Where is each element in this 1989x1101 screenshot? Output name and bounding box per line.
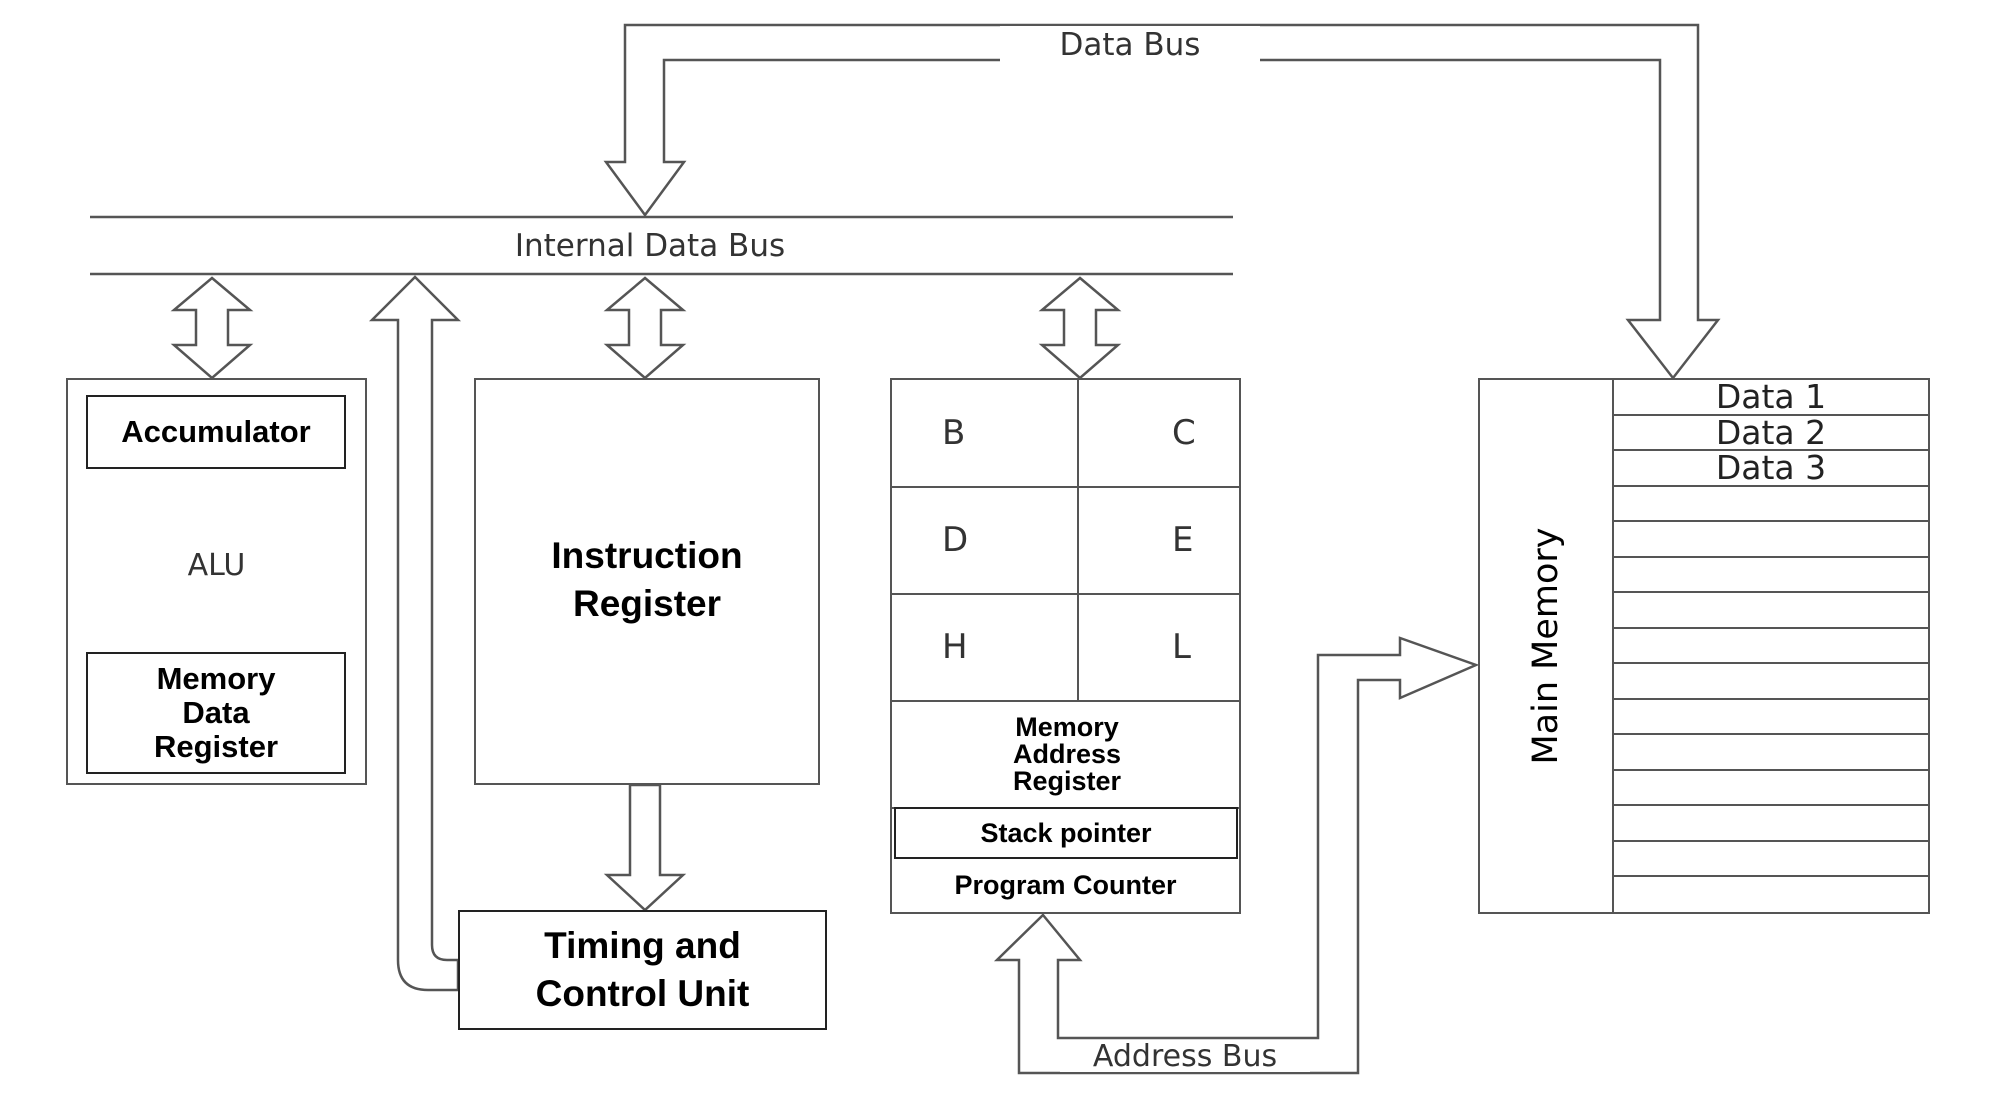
ir-bus-double-arrow: [603, 276, 687, 380]
memory-cell: [1614, 629, 1928, 664]
register-d: D: [942, 519, 969, 560]
register-divider-3: [892, 700, 1239, 702]
memory-cell: [1614, 487, 1928, 522]
alu-bus-double-arrow: [170, 276, 254, 380]
address-bus-arrow: [993, 636, 1480, 1075]
data-bus-arrow: [603, 23, 1721, 381]
accumulator-label: Accumulator: [121, 414, 311, 449]
register-e: E: [1172, 519, 1194, 560]
memory-cell: [1614, 664, 1928, 700]
memory-cell: Data 3: [1614, 448, 1928, 487]
register-divider-2: [892, 593, 1239, 595]
register-b: B: [942, 413, 966, 453]
data-bus-label: Data Bus: [1000, 26, 1260, 64]
accumulator-box: Accumulator: [86, 395, 346, 469]
alu-block: Accumulator ALU Memory Data Register: [66, 378, 367, 785]
memory-data-register-label: Memory Data Register: [153, 660, 279, 765]
program-counter-label: Program Counter: [954, 869, 1177, 900]
register-h: H: [942, 626, 968, 667]
register-divider-1: [892, 486, 1239, 488]
main-memory-divider: [1612, 380, 1614, 912]
register-block: B C D E H L Memory Address Register Stac…: [890, 378, 1241, 914]
instruction-register-label: Instruction Register: [551, 534, 743, 624]
timing-control-unit-box: Timing and Control Unit: [458, 910, 827, 1030]
internal-data-bus-label: Internal Data Bus: [514, 227, 786, 264]
memory-cell: Data 2: [1614, 413, 1928, 452]
memory-cell: [1614, 593, 1928, 629]
stack-pointer-label: Stack pointer: [980, 817, 1152, 848]
memory-cell: [1614, 842, 1928, 877]
main-memory-label: Main Memory: [1525, 527, 1566, 765]
memory-cell: [1614, 700, 1928, 735]
instruction-register-block: Instruction Register: [474, 378, 820, 785]
address-bus-label: Address Bus: [1060, 1040, 1310, 1073]
memory-cell: [1614, 735, 1928, 771]
memory-cell: [1614, 877, 1928, 913]
memory-cell: [1614, 806, 1928, 842]
control-to-bus-arrow: [368, 275, 462, 992]
alu-label: ALU: [187, 547, 246, 583]
memory-cell: [1614, 771, 1928, 806]
memory-cell: Data 1: [1614, 377, 1928, 416]
registers-bus-double-arrow: [1038, 276, 1122, 380]
memory-data-register-box: Memory Data Register: [86, 652, 346, 774]
memory-cell: [1614, 558, 1928, 593]
ir-to-control-arrow: [603, 783, 687, 912]
timing-control-unit-label: Timing and Control Unit: [535, 924, 750, 1014]
register-c: C: [1172, 413, 1196, 453]
stack-pointer-box: Stack pointer: [894, 807, 1238, 859]
register-l: L: [1172, 626, 1191, 667]
register-divider-vertical: [1077, 380, 1079, 700]
memory-address-register-label: Memory Address Register: [1012, 712, 1122, 796]
memory-cell: [1614, 522, 1928, 558]
